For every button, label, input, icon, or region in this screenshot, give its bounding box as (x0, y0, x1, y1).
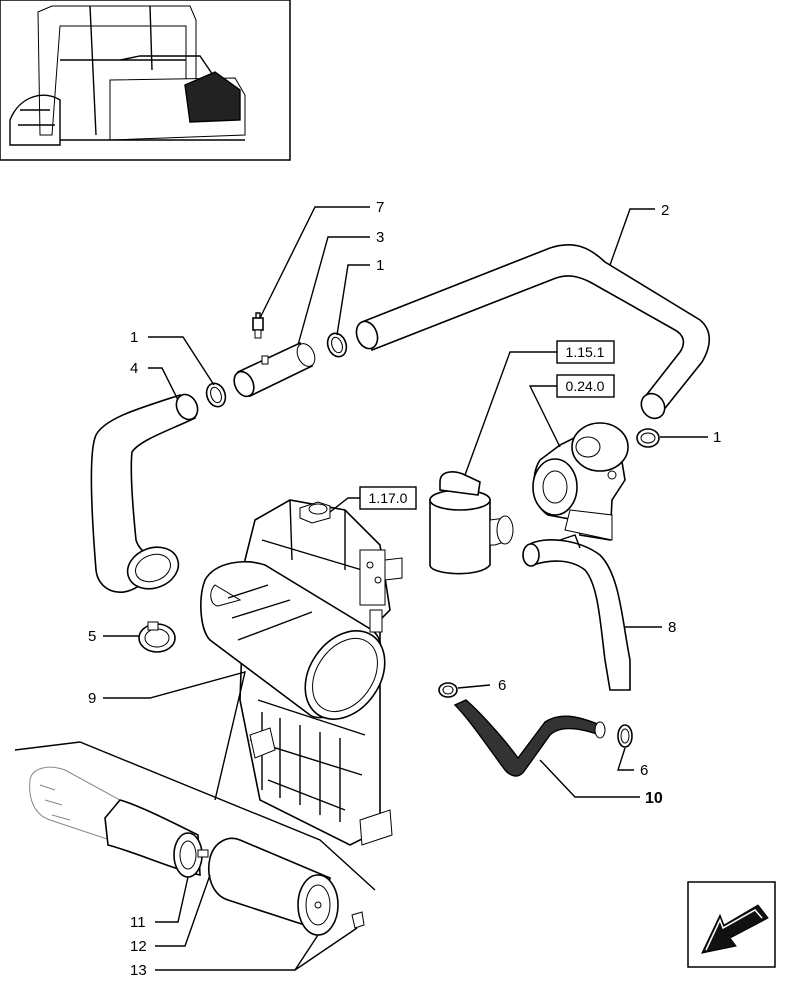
turbocharger (532, 422, 629, 541)
hose-part-8 (522, 534, 631, 691)
clamp-part-1-left (205, 382, 227, 408)
callout-9: 9 (88, 690, 96, 707)
ref-label: 1.15.1 (566, 344, 605, 360)
callout-2: 2 (661, 202, 669, 219)
clamp-part-6-lower (617, 724, 633, 748)
ref-label: 1.17.0 (369, 490, 408, 506)
callout-6: 6 (498, 677, 506, 694)
leader-lines (103, 206, 708, 971)
hose-part-4 (90, 393, 199, 594)
hose-part-10 (453, 699, 606, 777)
callout-12: 12 (130, 938, 147, 955)
callout-8: 8 (668, 619, 676, 636)
air-filter-part-9 (200, 560, 386, 720)
callout-3: 3 (376, 229, 384, 246)
ref-box-0-24-0[interactable]: 0.24.0 (556, 374, 615, 398)
clamp-part-5 (138, 621, 176, 653)
tube-part-3 (233, 341, 316, 398)
callout-6: 6 (640, 762, 648, 779)
ref-label: 0.24.0 (566, 378, 605, 394)
callout-11: 11 (130, 914, 146, 931)
clamp-part-6-upper (438, 682, 458, 698)
arrow-back-icon[interactable] (687, 881, 776, 968)
callouts: 7 3 1 2 1 4 1 8 5 6 9 6 10 11 12 13 (88, 199, 721, 979)
callout-10: 10 (645, 790, 663, 807)
exhaust-elbow (429, 471, 514, 575)
callout-5: 5 (88, 628, 96, 645)
hose-part-2 (355, 244, 711, 420)
callout-13: 13 (130, 962, 147, 979)
clamp-part-1-middle (326, 332, 348, 358)
tractor-thumbnail-icon (0, 0, 291, 161)
ref-box-1-15-1[interactable]: 1.15.1 (556, 340, 615, 364)
callout-4: 4 (130, 360, 138, 377)
callout-1: 1 (713, 429, 721, 446)
sensor-part-7 (252, 312, 264, 339)
callout-1: 1 (376, 257, 384, 274)
callout-1: 1 (130, 329, 138, 346)
callout-7: 7 (376, 199, 384, 216)
clamp-part-1-right (636, 428, 660, 448)
ref-box-1-17-0[interactable]: 1.17.0 (359, 486, 417, 510)
